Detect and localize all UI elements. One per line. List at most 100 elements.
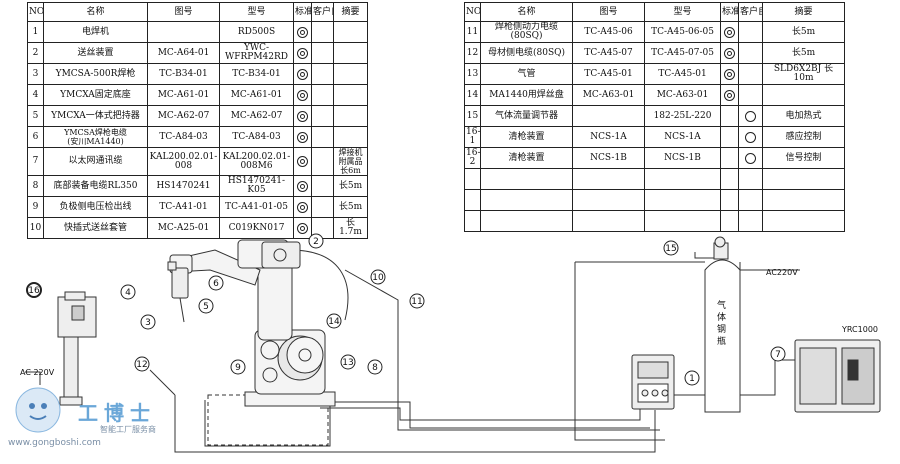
table-row [464, 210, 845, 232]
callout-14: 14 [326, 313, 342, 329]
callout-number: 14 [328, 317, 340, 327]
standard-mark-icon [297, 110, 308, 122]
cable-to-welder-2 [330, 401, 650, 429]
callout-10: 10 [370, 269, 386, 285]
callout-2: 2 [308, 233, 324, 249]
cell-std [720, 21, 739, 43]
table-row [464, 189, 845, 211]
standard-mark-icon [297, 68, 308, 80]
callout-number: 12 [136, 360, 147, 370]
cell-model: HS1470241-K05 [219, 175, 294, 197]
standard-mark-icon [297, 26, 308, 38]
standard-mark-icon [724, 47, 735, 59]
callout-number: 13 [342, 358, 353, 368]
cell-drawing: KAL200.02.01-008 [147, 147, 220, 176]
cell-std [293, 217, 312, 239]
callout-13: 13 [340, 354, 356, 370]
gas-cylinder [704, 236, 741, 413]
callout-3: 3 [140, 314, 156, 330]
table-header-row: NO 名称 图号 型号 标准 客户自选 摘要 [27, 2, 368, 22]
cell-remark [762, 210, 845, 232]
cell-remark: 长5m [762, 21, 845, 43]
table-header-row: NO 名称 图号 型号 标准 客户自选 摘要 [464, 2, 845, 22]
welding-power-source [631, 354, 675, 410]
standard-mark-icon [297, 89, 308, 101]
callout-4: 4 [120, 284, 136, 300]
standard-mark-icon [724, 26, 735, 38]
callout-1: 1 [684, 370, 700, 386]
option-circle-icon [745, 152, 756, 164]
callout-number: 1 [689, 374, 695, 384]
standard-mark-icon [297, 180, 308, 192]
watermark-url: www.gongboshi.com [8, 438, 101, 448]
watermark-logo-icon [15, 387, 61, 433]
wire-feeder [261, 241, 301, 269]
callout-number: 3 [145, 318, 151, 328]
callout-number: 7 [775, 350, 781, 360]
cylinder-label: 气 体 钢 瓶 [717, 301, 727, 347]
welding-torch [167, 261, 189, 323]
col-remark: 摘要 [333, 2, 368, 22]
callout-6: 6 [208, 275, 224, 291]
cell-opt [738, 126, 763, 148]
standard-mark-icon [297, 156, 308, 167]
watermark-tagline: 智能工厂服务商 [100, 425, 156, 434]
callout-7: 7 [770, 346, 786, 362]
standard-mark-icon [297, 222, 308, 234]
cable-12 [149, 369, 176, 396]
cable-loop-outer [174, 395, 656, 453]
robot-arm [169, 239, 336, 407]
callout-number: 11 [411, 297, 422, 307]
cable-15 [694, 252, 720, 259]
cable-10 [289, 249, 349, 321]
callout-5: 5 [198, 298, 214, 314]
callout-number: 9 [235, 363, 241, 373]
callout-number: 2 [313, 237, 319, 247]
cell-std [293, 196, 312, 218]
table-row [464, 168, 845, 190]
option-circle-icon [745, 131, 756, 143]
ac-label-left: AC 220V [20, 368, 55, 377]
callout-12: 12 [134, 356, 150, 372]
callout-number: 15 [665, 244, 676, 254]
standard-mark-icon [297, 131, 308, 143]
callout-11: 11 [409, 293, 425, 309]
watermark-brand: 工博士 [78, 401, 156, 425]
option-circle-icon [745, 110, 756, 122]
standard-mark-icon [724, 89, 735, 101]
callout-15: 15 [663, 240, 679, 256]
cable-loop-inner [204, 400, 331, 447]
callout-8: 8 [367, 359, 383, 375]
cell-std [293, 42, 312, 64]
parts-table-right: NO 名称 图号 型号 标准 客户自选 摘要 11焊枪侧动力电缆(80SQ)TC… [464, 2, 845, 232]
callout-number: 6 [213, 279, 219, 289]
callout-number: 8 [372, 363, 378, 373]
cable-ac-left [25, 371, 41, 385]
standard-mark-icon [297, 47, 308, 59]
cell-remark: 焊接机附属品 长6m [333, 147, 368, 176]
callout-number: 10 [372, 273, 384, 283]
torch-cleaner [57, 291, 97, 406]
standard-mark-icon [297, 201, 308, 213]
callout-9: 9 [230, 359, 246, 375]
callout-number: 16 [28, 286, 40, 296]
parts-table-left: NO 名称 图号 型号 标准 客户自选 摘要 1电焊机RD500S2送丝装置MC… [27, 2, 368, 239]
callout-number: 4 [125, 288, 131, 298]
callout-16: 16 [26, 282, 42, 298]
cable-gas-v [574, 262, 665, 441]
cell-remark: 长1.7m [333, 217, 368, 239]
ac-label-right: AC220V [766, 268, 798, 277]
yrc1000-controller [794, 339, 881, 413]
standard-mark-icon [724, 68, 735, 80]
